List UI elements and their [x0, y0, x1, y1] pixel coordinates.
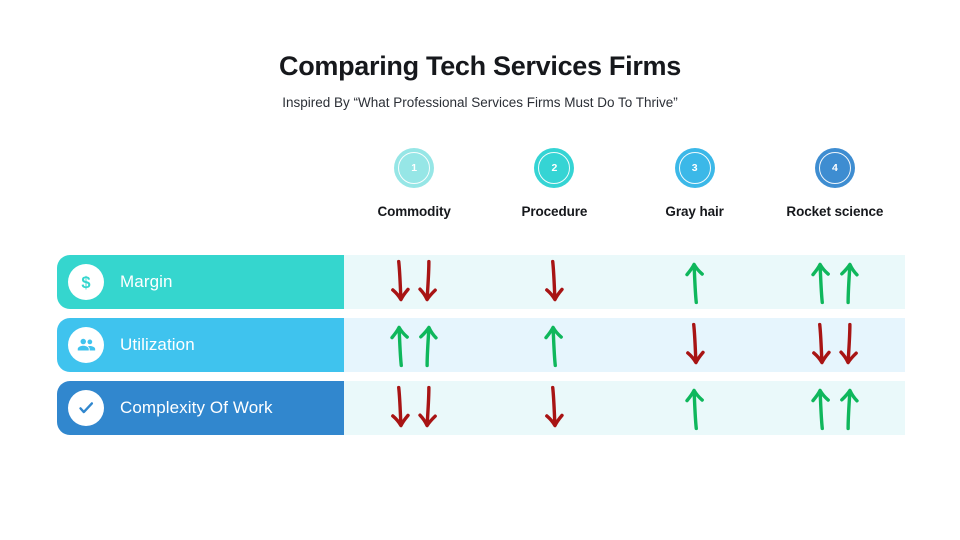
matrix-row: Utilization	[0, 318, 960, 372]
row-label-pill[interactable]: Utilization	[57, 318, 344, 372]
svg-text:$: $	[81, 274, 90, 292]
matrix-cell	[344, 255, 484, 309]
row-cells	[344, 318, 905, 372]
arrow-down-icon	[682, 322, 708, 368]
arrow-up-icon	[541, 322, 567, 368]
matrix-cell	[344, 318, 484, 372]
row-label-pill[interactable]: Complexity Of Work	[57, 381, 344, 435]
step-number: 2	[551, 161, 558, 174]
column-header-label: Gray hair	[665, 204, 724, 219]
column-header-label: Rocket science	[786, 204, 884, 219]
matrix-cell	[765, 381, 905, 435]
step-number: 1	[411, 161, 418, 174]
arrow-down-icon	[387, 385, 413, 431]
arrow-up-icon	[836, 385, 862, 431]
check-icon	[68, 390, 104, 426]
arrow-down-icon	[541, 385, 567, 431]
page-subtitle: Inspired By “What Professional Services …	[282, 95, 678, 111]
header: Comparing Tech Services Firms Inspired B…	[0, 50, 960, 112]
step-circle-ring	[538, 152, 571, 184]
step-circle-2: 2	[534, 148, 575, 188]
page-title: Comparing Tech Services Firms	[279, 51, 681, 81]
arrow-down-icon	[808, 322, 834, 368]
row-background-strip	[344, 255, 905, 309]
arrow-up-icon	[836, 259, 862, 305]
step-circle-ring	[398, 152, 431, 184]
arrow-down-icon	[541, 259, 567, 305]
arrow-up-icon	[415, 322, 441, 368]
arrow-down-icon	[387, 259, 413, 305]
step-circle-ring	[818, 152, 851, 184]
matrix-cell	[625, 381, 765, 435]
matrix-cell	[625, 255, 765, 309]
row-cells	[344, 381, 905, 435]
matrix-cell	[625, 318, 765, 372]
step-circle-ring	[678, 152, 711, 184]
row-label-pill[interactable]: $ Margin	[57, 255, 344, 309]
arrow-down-icon	[415, 259, 441, 305]
matrix-cell	[484, 381, 624, 435]
step-number: 3	[691, 161, 698, 174]
row-label: Complexity Of Work	[120, 398, 273, 417]
dollar-icon: $	[68, 264, 104, 300]
step-circle-4: 4	[814, 148, 855, 188]
arrow-up-icon	[682, 385, 708, 431]
matrix-cell	[765, 318, 905, 372]
matrix-cell	[765, 255, 905, 309]
matrix-row: Complexity Of Work	[0, 381, 960, 435]
row-background-strip	[344, 318, 905, 372]
arrow-up-icon	[808, 385, 834, 431]
matrix-cell	[344, 381, 484, 435]
users-icon	[68, 327, 104, 363]
step-circle-3: 3	[674, 148, 715, 188]
matrix-row: $ Margin	[0, 255, 960, 309]
column-header-label: Commodity	[377, 204, 451, 219]
matrix-cell	[484, 255, 624, 309]
arrow-up-icon	[387, 322, 413, 368]
arrow-up-icon	[682, 259, 708, 305]
row-cells	[344, 255, 905, 309]
row-background-strip	[344, 381, 905, 435]
step-circle-1: 1	[394, 148, 435, 188]
step-number: 4	[831, 161, 838, 174]
row-label: Utilization	[120, 335, 195, 354]
column-header-label: Procedure	[521, 204, 588, 219]
arrow-down-icon	[836, 322, 862, 368]
row-label: Margin	[120, 272, 173, 291]
arrow-down-icon	[415, 385, 441, 431]
arrow-up-icon	[808, 259, 834, 305]
matrix-cell	[484, 318, 624, 372]
